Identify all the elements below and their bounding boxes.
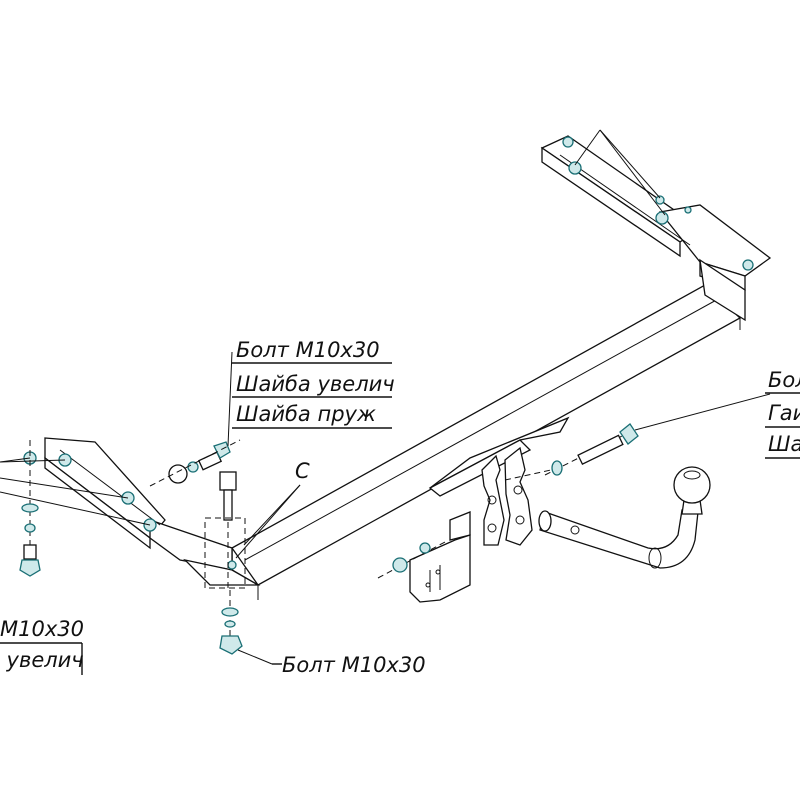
upper-bolt-washer-group [149,351,241,487]
label-block-right-edge: Бол Гаи Шаі [765,368,800,459]
label-bolt-m10x30: Болт М10х30 [236,338,380,362]
label-block-lower-left: М10х30 і увелич [0,617,84,675]
left-mounting-bracket [44,437,261,586]
label-lower-left-line-2: і увелич [0,648,84,672]
label-right-line-1: Бол [768,368,800,392]
label-bottom-bolt: Болт М10х30 [282,653,426,677]
right-bracket-fasteners [562,136,754,271]
electrical-socket-plate [409,511,471,603]
socket-fasteners [377,541,446,579]
left-bolt-stack [19,440,41,580]
label-washer-spring: Шайба пруж [236,402,376,426]
center-bracket-plate [428,416,570,497]
vertical-bolt-c [204,471,246,590]
ball-attachment-bolt [544,393,771,476]
label-right-line-3: Шаі [768,432,800,456]
callout-c-label: С [295,459,310,483]
label-block-upper-center: Болт М10х30 Шайба увелич Шайба пруж [232,338,395,429]
tow-ball [673,466,711,515]
right-bracket-leader-lines [574,129,666,216]
callout-c: С [235,459,310,559]
vertical-hitch-plates [481,446,561,546]
label-block-bottom-center: Болт М10х30 [272,653,426,677]
label-right-line-2: Гаи [768,401,800,425]
label-lower-left-line-1: М10х30 [0,617,84,641]
label-washer-large: Шайба увелич [236,372,395,396]
left-bracket-leader-lines [0,457,151,526]
cross-beam [231,284,742,600]
ball-hitch-arm [538,509,699,569]
lower-bolt-stack [219,590,273,665]
